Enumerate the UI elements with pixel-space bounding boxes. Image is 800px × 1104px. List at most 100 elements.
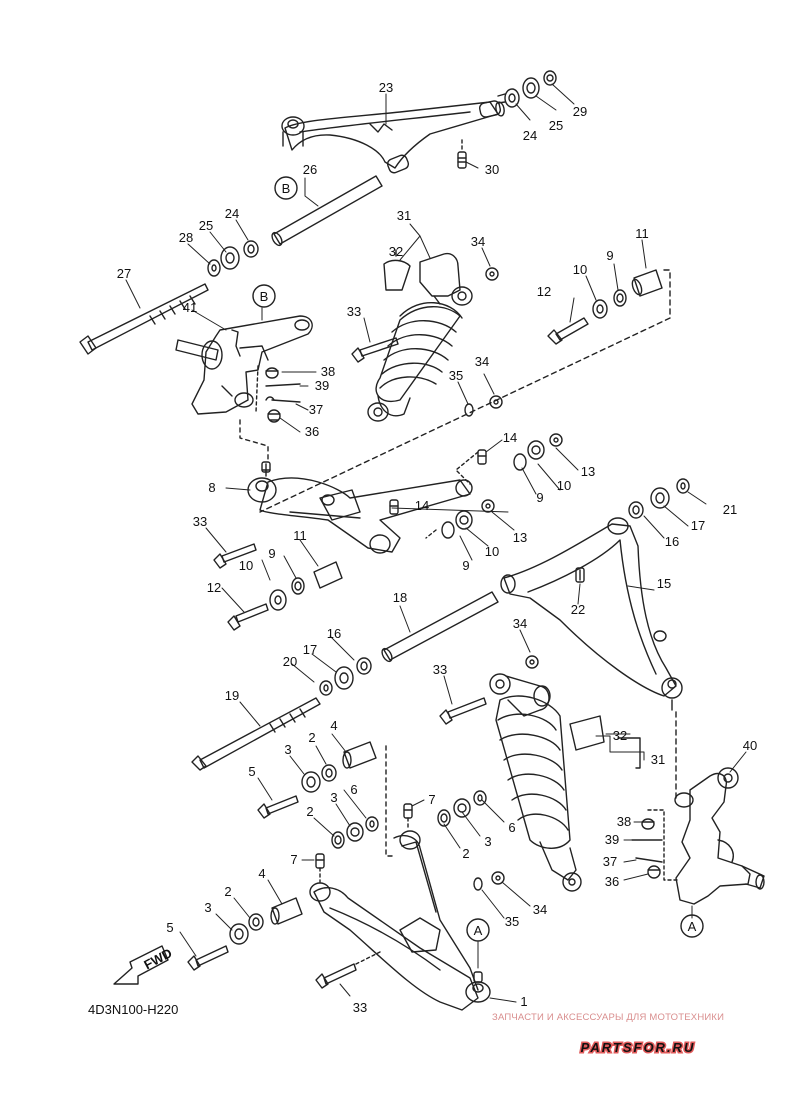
shock-lower	[489, 673, 605, 892]
callout-10-left: 10	[239, 558, 253, 573]
callout-10-right: 10	[557, 478, 571, 493]
lower-arm-bushings-set	[187, 741, 487, 971]
callout-13-right: 13	[581, 464, 595, 479]
callout-4-top: 4	[330, 718, 337, 733]
collar-18	[381, 591, 499, 663]
callout-31-top: 31	[397, 208, 411, 223]
callout-34-bottom: 34	[533, 902, 547, 917]
ref-a-label-arm: A	[474, 923, 483, 938]
callout-9-top: 9	[606, 248, 613, 263]
upper-bushings-top	[497, 70, 557, 108]
callout-34-top: 34	[471, 234, 485, 249]
knuckle-fasteners-top	[255, 365, 301, 423]
callout-10-mid: 10	[485, 544, 499, 559]
callout-35-top: 35	[449, 368, 463, 383]
leader-lines	[125, 83, 747, 1003]
callout-5-top: 5	[248, 764, 255, 779]
callout-numbers: 23 24 25 29 30 26 24 25 28 27 41 31 32 3…	[117, 80, 757, 1015]
callout-27: 27	[117, 266, 131, 281]
callout-36-top: 36	[305, 424, 319, 439]
knuckle-right	[674, 711, 765, 905]
lower-a-arm	[309, 830, 491, 1011]
callout-14-right: 14	[503, 430, 517, 445]
ref-a-circle-arm	[466, 918, 490, 942]
callout-23: 23	[379, 80, 393, 95]
callout-41: 41	[183, 300, 197, 315]
callout-7-top: 7	[428, 792, 435, 807]
callout-4-bottom: 4	[258, 866, 265, 881]
watermark-logo-text: PARTSFOR.RU	[581, 1040, 696, 1055]
ref-b-label-top: B	[282, 181, 291, 196]
callout-1: 1	[520, 994, 527, 1009]
callout-29: 29	[573, 104, 587, 119]
pivot-bolt-12-upper	[547, 269, 663, 345]
callout-19: 19	[225, 688, 239, 703]
callout-18: 18	[393, 590, 407, 605]
callout-21: 21	[723, 502, 737, 517]
callout-15: 15	[657, 576, 671, 591]
callout-30: 30	[485, 162, 499, 177]
ref-b-circle-knuckle	[252, 284, 276, 308]
callout-36-bottom: 36	[605, 874, 619, 889]
callout-16-left: 16	[327, 626, 341, 641]
callout-2-mid: 2	[306, 804, 313, 819]
callout-33-mid: 33	[193, 514, 207, 529]
grease-nipples-7	[315, 803, 413, 883]
watermark-logo: PARTSFOR.RU	[579, 1039, 696, 1057]
bolt-27	[79, 283, 209, 355]
callout-37-top: 37	[309, 402, 323, 417]
bolt-33-upper	[351, 337, 399, 363]
callout-32-top: 32	[389, 244, 403, 259]
callout-11-mid: 11	[293, 528, 307, 543]
ref-b-label-knuckle: B	[260, 289, 269, 304]
callout-6-right: 6	[508, 820, 515, 835]
callout-32-lower: 32	[613, 728, 627, 743]
callout-38-top: 38	[321, 364, 335, 379]
callout-17-right: 17	[691, 518, 705, 533]
ref-a-label-knuckle: A	[688, 919, 697, 934]
upper-arm-top	[281, 100, 505, 174]
callout-25-top: 25	[549, 118, 563, 133]
callout-2-right: 2	[462, 846, 469, 861]
right-a-arm	[500, 517, 683, 711]
callout-3-top: 3	[284, 742, 291, 757]
right-arm-bushings	[628, 478, 690, 519]
callout-26: 26	[303, 162, 317, 177]
callout-38-bottom: 38	[617, 814, 631, 829]
callout-24-left: 24	[225, 206, 239, 221]
lower-arm-bushings	[319, 657, 372, 696]
watermark-caption: ЗАПЧАСТИ И АКСЕССУАРЫ ДЛЯ МОТОТЕХНИКИ	[492, 1012, 725, 1023]
callout-37-bottom: 37	[603, 854, 617, 869]
callout-22: 22	[571, 602, 585, 617]
shock-upper	[367, 252, 473, 422]
fwd-label: FWD	[141, 945, 174, 972]
callout-13-mid: 13	[513, 530, 527, 545]
callout-11-top: 11	[635, 226, 649, 241]
callout-33-lower-shock: 33	[433, 662, 447, 677]
callout-9-mid: 9	[462, 558, 469, 573]
bolt-33-lower-shock	[439, 655, 539, 891]
callout-2-bottom: 2	[224, 884, 231, 899]
knuckle-left	[175, 315, 313, 415]
callout-9-right: 9	[536, 490, 543, 505]
callout-8: 8	[208, 480, 215, 495]
callout-20: 20	[283, 654, 297, 669]
callout-40: 40	[743, 738, 757, 753]
callout-31-lower: 31	[651, 752, 665, 767]
callout-39-top: 39	[315, 378, 329, 393]
callout-3-bottom: 3	[204, 900, 211, 915]
fwd-arrow-icon: FWD	[113, 945, 174, 985]
callout-33-bottom: 33	[353, 1000, 367, 1015]
callout-17-left: 17	[303, 642, 317, 657]
upper-bushings-left	[207, 240, 259, 277]
diagram-code: 4D3N100-H220	[88, 1002, 179, 1017]
middle-arm-fasteners	[389, 433, 563, 539]
callout-2-top: 2	[308, 730, 315, 745]
callout-34-lower: 34	[513, 616, 527, 631]
callout-33-top: 33	[347, 304, 361, 319]
callout-10-top: 10	[573, 262, 587, 277]
callout-6-left: 6	[350, 782, 357, 797]
callout-16-right: 16	[665, 534, 679, 549]
ref-a-circle-knuckle	[680, 914, 704, 938]
